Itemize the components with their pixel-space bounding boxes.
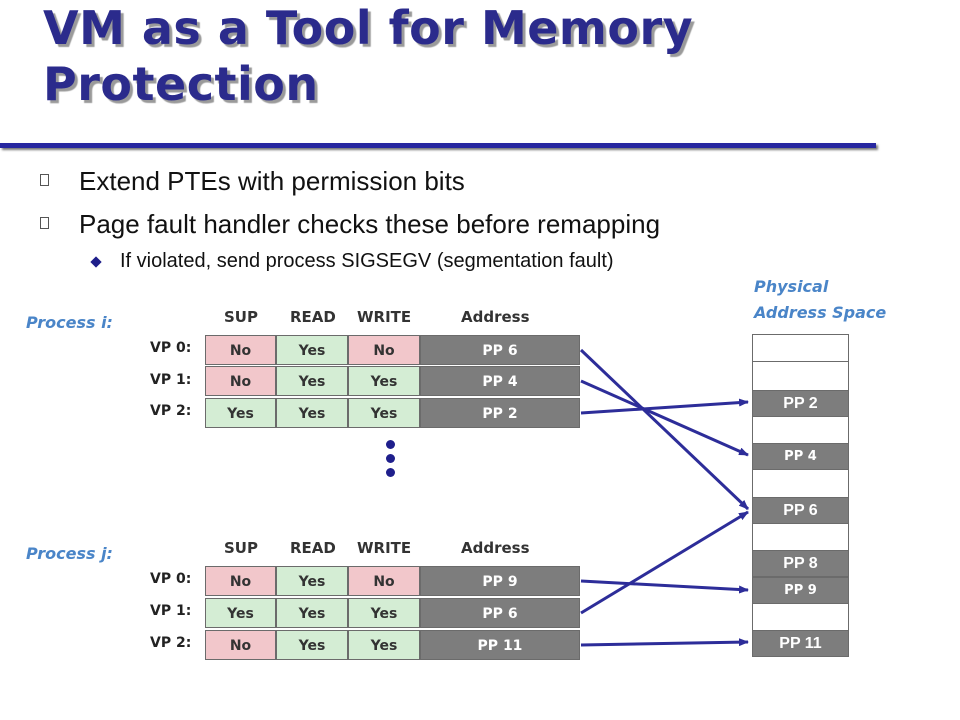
process-j-label: Process j: [26, 544, 113, 563]
write-cell: Yes [348, 630, 420, 660]
physical-label-line-1: Physical [754, 277, 829, 296]
bullet-1-text: Extend PTEs with permission bits [79, 166, 465, 196]
process-i-label: Process i: [26, 313, 113, 332]
write-cell: Yes [348, 398, 420, 428]
arrow-j-vp1-to-pp6 [580, 510, 749, 615]
arrow-i-vp1-to-pp4 [580, 379, 749, 457]
physical-page: PP 8 [752, 550, 849, 577]
address-cell: PP 6 [420, 335, 580, 365]
sup-cell: No [205, 630, 276, 660]
memory-divider [752, 361, 849, 362]
column-header-read: READ [290, 308, 336, 326]
column-header-sup: SUP [224, 308, 258, 326]
sub-bullet-text: If violated, send process SIGSEGV (segme… [120, 250, 614, 272]
sup-cell: Yes [205, 598, 276, 628]
vp-label: VP 1: [150, 603, 192, 619]
read-cell: Yes [276, 598, 348, 628]
bullet-2-text: Page fault handler checks these before r… [79, 209, 661, 239]
vp-label: VP 2: [150, 403, 192, 419]
arrow-j-vp0-to-pp9 [580, 579, 749, 594]
write-cell: No [348, 335, 420, 365]
bullet-box-icon [40, 217, 49, 229]
read-cell: Yes [276, 366, 348, 396]
vp-label: VP 0: [150, 340, 192, 356]
physical-label-line-2: Address Space [754, 303, 887, 322]
address-cell: PP 11 [420, 630, 580, 660]
physical-page: PP 9 [752, 577, 849, 604]
column-header-address: Address [461, 539, 530, 557]
column-header-address: Address [461, 308, 530, 326]
slide-title: VM as a Tool for Memory Protection [43, 1, 694, 111]
vp-label: VP 1: [150, 372, 192, 388]
address-cell: PP 9 [420, 566, 580, 596]
physical-page: PP 2 [752, 390, 849, 417]
arrow-i-vp0-to-pp6 [579, 348, 750, 511]
address-cell: PP 4 [420, 366, 580, 396]
ellipsis-dots [386, 440, 396, 482]
physical-page: PP 6 [752, 497, 849, 524]
sup-cell: No [205, 335, 276, 365]
read-cell: Yes [276, 566, 348, 596]
read-cell: Yes [276, 398, 348, 428]
title-underline [0, 143, 876, 148]
arrow-j-vp2-to-pp11 [580, 638, 749, 647]
sup-cell: No [205, 566, 276, 596]
read-cell: Yes [276, 335, 348, 365]
address-cell: PP 2 [420, 398, 580, 428]
write-cell: No [348, 566, 420, 596]
sup-cell: Yes [205, 398, 276, 428]
sup-cell: No [205, 366, 276, 396]
vp-label: VP 2: [150, 635, 192, 651]
physical-page: PP 4 [752, 443, 849, 470]
write-cell: Yes [348, 598, 420, 628]
column-header-write: WRITE [357, 539, 412, 557]
physical-page: PP 11 [752, 630, 849, 657]
column-header-sup: SUP [224, 539, 258, 557]
column-header-write: WRITE [357, 308, 412, 326]
bullet-box-icon [40, 174, 49, 186]
vp-label: VP 0: [150, 571, 192, 587]
arrow-i-vp2-to-pp2 [580, 398, 749, 415]
address-cell: PP 6 [420, 598, 580, 628]
write-cell: Yes [348, 366, 420, 396]
column-header-read: READ [290, 539, 336, 557]
read-cell: Yes [276, 630, 348, 660]
